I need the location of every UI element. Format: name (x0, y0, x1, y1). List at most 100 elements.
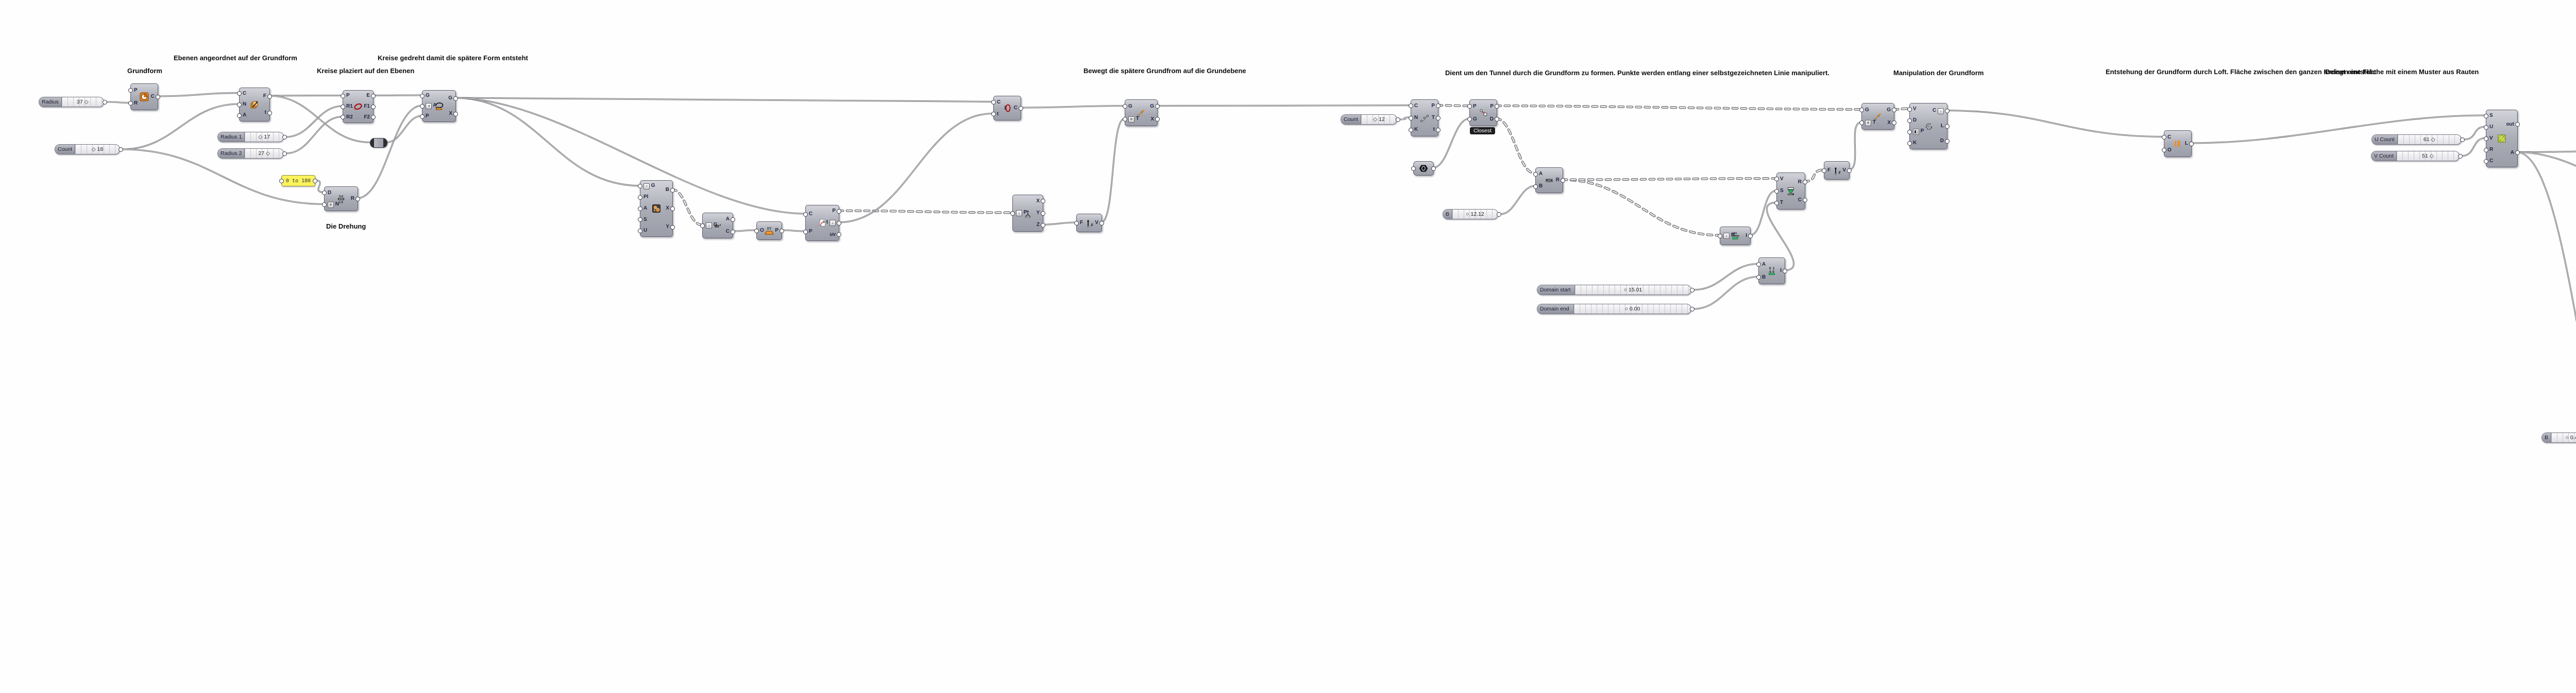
input-jack-F[interactable] (1074, 220, 1079, 226)
slider-track[interactable]: 61 ◇ (2397, 135, 2461, 144)
output-jack-A[interactable] (2515, 150, 2520, 155)
input-jack-G[interactable] (638, 184, 642, 189)
input-jack-G[interactable] (1467, 117, 1472, 122)
input-jack-P[interactable] (803, 229, 808, 234)
input-jack-C[interactable] (2484, 159, 2488, 164)
slider-track[interactable]: 37 ◇ (61, 97, 104, 107)
slider-output-jack[interactable] (1690, 288, 1694, 292)
output-jack-P[interactable] (1495, 104, 1499, 109)
input-jack-S[interactable] (2484, 113, 2488, 118)
output-jack-C[interactable] (1945, 109, 1950, 114)
slider-output-jack[interactable] (1396, 117, 1400, 122)
input-jack-U[interactable] (638, 228, 642, 233)
output-jack-V[interactable] (1099, 220, 1104, 226)
panel-input-jack[interactable] (279, 178, 284, 183)
output-jack-L[interactable] (1945, 124, 1950, 129)
input-jack-A[interactable] (1533, 171, 1538, 177)
output-jack-L[interactable] (2189, 141, 2194, 146)
input-jack-P[interactable] (420, 114, 425, 119)
param-input-jack[interactable] (1411, 166, 1416, 171)
output-jack-Y[interactable] (1041, 211, 1045, 216)
input-jack-G[interactable] (1123, 104, 1127, 109)
slider-track[interactable]: 27 ◇ (245, 149, 283, 158)
input-jack-O[interactable] (754, 228, 759, 233)
input-jack-P[interactable] (1467, 104, 1472, 109)
output-jack-P[interactable] (837, 209, 841, 214)
slider-track[interactable]: ○ 12.12 (1452, 210, 1498, 219)
input-jack-R[interactable] (2484, 147, 2488, 152)
input-jack-F[interactable] (1822, 168, 1826, 173)
input-jack-R1[interactable] (341, 104, 345, 109)
domain-panel[interactable]: 0 to 180 (279, 175, 317, 186)
slider-track[interactable]: ○ 0.00 (1574, 304, 1691, 314)
slider-track[interactable]: ○ 0.43 (2551, 433, 2576, 442)
input-jack-t[interactable] (991, 112, 996, 116)
output-jack-R[interactable] (1561, 178, 1565, 183)
output-jack-V[interactable] (1847, 168, 1852, 173)
input-jack-C[interactable] (2162, 135, 2166, 140)
slider-output-jack[interactable] (1497, 212, 1501, 217)
input-jack-A[interactable] (237, 113, 242, 118)
input-jack-G[interactable] (1859, 108, 1864, 112)
input-jack-C[interactable] (991, 100, 996, 105)
input-jack-B[interactable] (1756, 275, 1761, 280)
wire-relay[interactable] (370, 138, 387, 148)
slider-track[interactable]: ○ 15.01 (1575, 285, 1691, 294)
input-jack-D[interactable] (322, 190, 327, 195)
input-jack-B[interactable] (1533, 184, 1538, 189)
output-jack-R[interactable] (355, 196, 360, 201)
slider-track[interactable]: ◇ 12 (1361, 115, 1397, 124)
input-jack-N[interactable] (322, 202, 327, 207)
output-jack-P[interactable] (1436, 103, 1440, 109)
slider-track[interactable]: ◇ 18 (75, 145, 120, 154)
slider-output-jack[interactable] (282, 135, 287, 140)
input-jack-G[interactable] (700, 223, 705, 228)
input-jack-D[interactable] (1907, 118, 1912, 123)
input-jack-T[interactable] (1123, 117, 1127, 122)
input-jack-R[interactable] (128, 101, 133, 106)
input-jack-N[interactable] (1718, 233, 1722, 238)
output-jack-t[interactable] (267, 110, 272, 115)
panel-output-jack[interactable] (313, 178, 317, 183)
output-jack-C[interactable] (1803, 198, 1807, 202)
b-value-slider[interactable]: B○ 0.43 (2541, 432, 2576, 443)
input-jack-P[interactable] (1907, 129, 1912, 134)
input-jack-U[interactable] (2484, 125, 2488, 130)
input-jack-N[interactable] (237, 102, 242, 107)
output-jack-out[interactable] (2515, 122, 2520, 127)
output-jack-Z[interactable] (1041, 222, 1045, 228)
output-jack-X[interactable] (1155, 117, 1160, 122)
input-jack-P[interactable] (1010, 211, 1015, 216)
output-jack-X[interactable] (1892, 120, 1896, 125)
b-value-slider[interactable]: B○ 12.12 (1443, 209, 1501, 219)
output-jack-F[interactable] (267, 94, 272, 99)
slider-output-jack[interactable] (1690, 307, 1694, 311)
count-slider[interactable]: Count◇ 12 (1341, 114, 1400, 125)
input-jack-N[interactable] (1409, 115, 1413, 120)
input-jack-C[interactable] (1409, 103, 1413, 109)
input-jack-A[interactable] (420, 103, 425, 109)
output-jack-C[interactable] (156, 94, 160, 99)
geometry-param[interactable] (1411, 161, 1436, 176)
input-jack-K[interactable] (1907, 141, 1912, 146)
input-jack-C[interactable] (803, 212, 808, 217)
output-jack-T[interactable] (1436, 115, 1440, 120)
